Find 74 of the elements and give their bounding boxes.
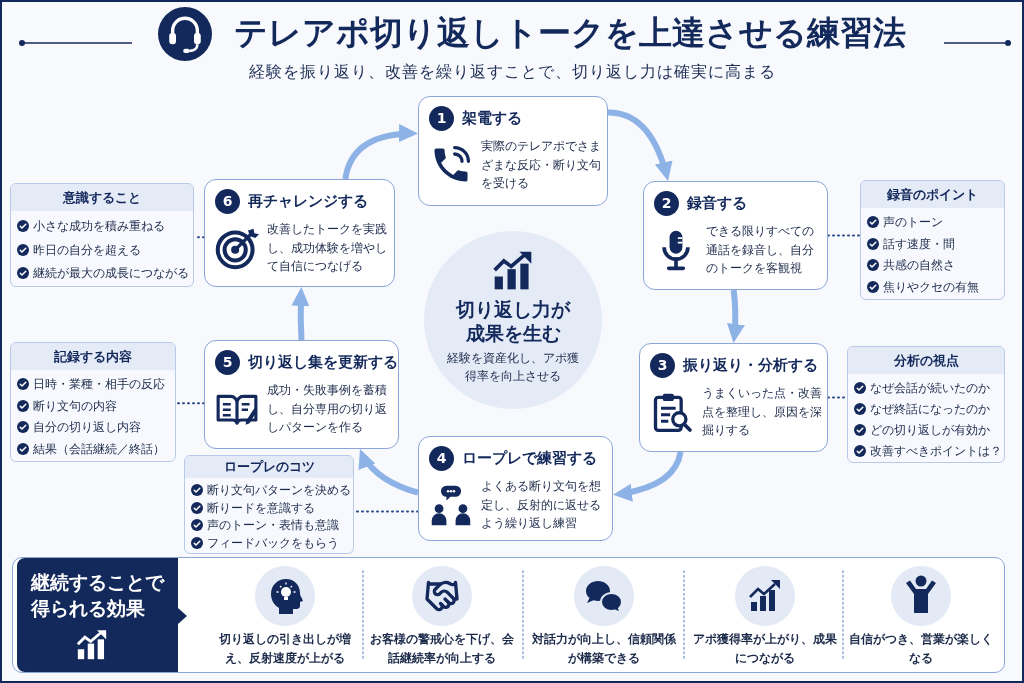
arrow: [357, 447, 419, 496]
list-item: 共感の自然さ: [883, 257, 955, 274]
info-panel: [184, 455, 354, 554]
step-description: 改善したトークを実践し、成功体験を増やして自信につなげる: [267, 221, 388, 276]
list-item: 話す速度・間: [883, 235, 955, 252]
step-description: 実際のテレアポでさまざまな反応・断り文句を受ける: [481, 138, 602, 193]
step-title: 切り返し集を更新する: [248, 353, 398, 372]
leader-line: [175, 402, 205, 405]
effect-text: 自信がつき、営業が楽しくなる: [848, 631, 994, 667]
effect-text: お客様の警戒心を下げ、会話継続率が向上する: [369, 631, 515, 667]
step-box: [639, 343, 828, 452]
step-number: 2: [654, 191, 679, 216]
title: テレアポ切り返しトークを上達させる練習法: [234, 12, 906, 54]
step-box: [418, 96, 608, 206]
arrow: [291, 286, 310, 341]
step-title: 架電する: [462, 109, 522, 128]
info-panel: [10, 183, 194, 287]
panel-heading: 録音のポイント: [861, 181, 1004, 208]
step-title: 再チャレンジする: [248, 192, 368, 211]
list-item: 焦りやクセの有無: [883, 279, 979, 296]
step-description: うまくいった点・改善点を整理し、原因を深掘りする: [702, 385, 823, 440]
leader-line: [353, 510, 419, 513]
step-number: 6: [215, 189, 240, 214]
list-item: 継続が最大の成長につながる: [33, 265, 189, 282]
list-item: 自分の切り返し内容: [33, 419, 141, 436]
step-number: 5: [215, 350, 240, 375]
list-item: 昨日の自分を超える: [33, 241, 141, 258]
list-item: 声のトーン: [883, 213, 943, 230]
arrow: [612, 451, 684, 502]
arrow: [726, 289, 745, 344]
list-item: なぜ会話が続いたのか: [870, 379, 990, 396]
effect-text: 対話力が向上し、信頼関係が構築できる: [531, 631, 677, 667]
step-number: 3: [650, 353, 675, 378]
arrow: [342, 124, 419, 180]
panel-heading: 意識すること: [11, 184, 193, 211]
list-item: 断りードを意識する: [207, 499, 315, 516]
step-box: [204, 179, 395, 287]
step-number: 1: [429, 106, 454, 131]
step-number: 4: [429, 446, 454, 471]
effects-heading-box: [17, 558, 187, 672]
step-description: 成功・失敗事例を蓄積し、自分専用の切り返しパターンを作る: [267, 382, 388, 437]
leader-line: [827, 234, 861, 237]
panel-heading: 分析の視点: [848, 347, 1004, 374]
list-item: 声のトーン・表情も意識: [207, 517, 339, 534]
circle-text: 経験を資産化し、アポ獲得率を向上させる: [446, 350, 580, 385]
step-description: よくある断り文句を想定し、反射的に返せるよう繰り返し練習: [481, 478, 602, 533]
step-box: [204, 340, 399, 449]
step-title: 振り返り・分析する: [683, 356, 818, 375]
list-item: どの切り返しが有効か: [870, 421, 990, 438]
leader-line: [827, 396, 848, 399]
list-item: なぜ終話になったのか: [870, 400, 990, 417]
step-box: [643, 181, 828, 290]
list-item: 断り文句パターンを決める: [207, 481, 351, 498]
circle-heading: 切り返し力が成果を生む: [455, 297, 572, 346]
info-panel: [847, 346, 1005, 463]
effects-heading: 継続することで得られる効果: [31, 570, 166, 621]
arrow: [607, 109, 672, 182]
list-item: 断り文句の内容: [33, 397, 117, 414]
step-box: [418, 436, 613, 541]
effect-text: アポ獲得率が上がり、成果につながる: [692, 631, 838, 667]
list-item: フィードバックをもらう: [207, 535, 339, 552]
subtitle: 経験を振り返り、改善を繰り返すことで、切り返し力は確実に高まる: [248, 62, 776, 83]
step-description: できる限りすべての通話を録音し、自分のトークを客観視: [706, 223, 815, 278]
list-item: 小さな成功を積み重ねる: [33, 217, 165, 234]
step-title: 録音する: [687, 194, 747, 213]
panel-heading: ロープレのコツ: [185, 456, 353, 478]
step-title: ロープレで練習する: [462, 449, 597, 468]
info-panel: [10, 342, 176, 462]
list-item: 改善すべきポイントは？: [870, 442, 1002, 459]
info-panel: [860, 180, 1005, 300]
list-item: 日時・業種・相手の反応: [33, 375, 165, 392]
effect-text: 切り返しの引き出しが増え、反射速度が上がる: [218, 631, 352, 667]
list-item: 結果（会話継続／終話）: [33, 441, 165, 458]
panel-heading: 記録する内容: [11, 343, 175, 370]
